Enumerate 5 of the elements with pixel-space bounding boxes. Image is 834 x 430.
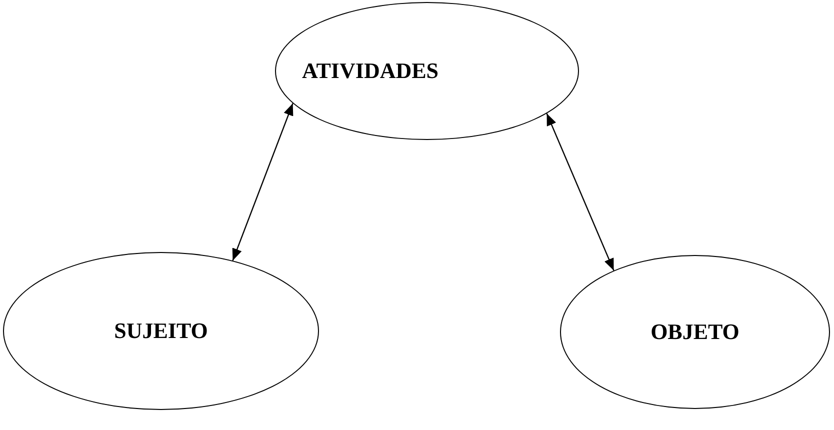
double-arrow [232, 103, 294, 261]
node-label: ATIVIDADES [302, 58, 439, 84]
double-arrow [546, 113, 614, 271]
node-label: OBJETO [650, 319, 740, 345]
node-label: SUJEITO [114, 318, 208, 344]
